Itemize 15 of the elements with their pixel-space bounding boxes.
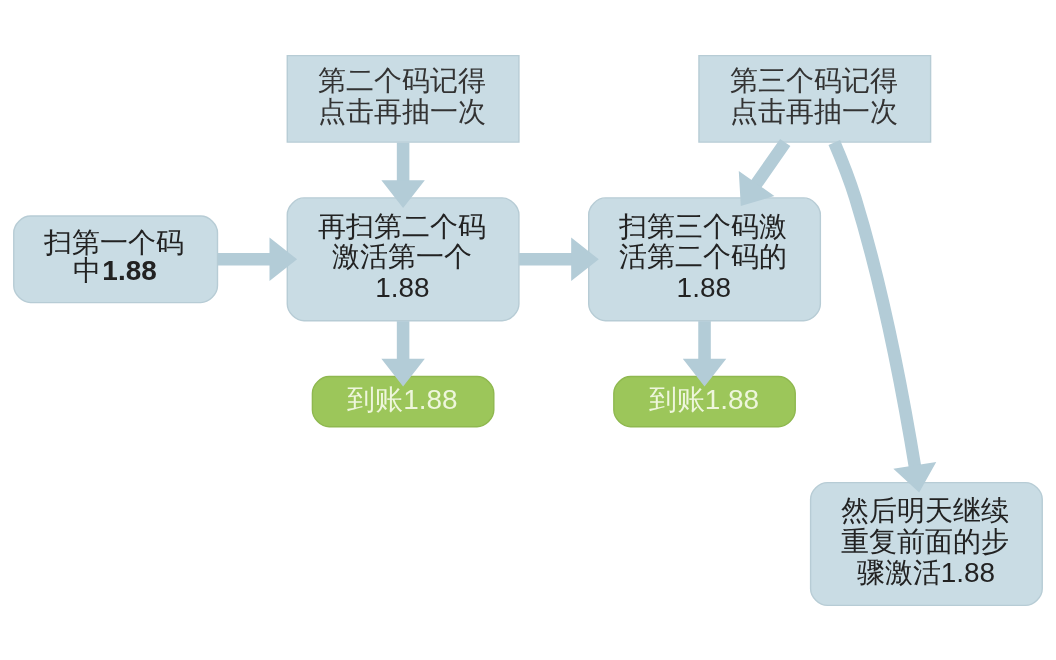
arrow [682,320,727,386]
node-box: 到账1.88 [613,375,796,427]
arrow [519,237,599,281]
arrow [381,320,425,386]
node-box: 再扫第二个码激活第一个1.88 [286,196,520,321]
node-box: 然后明天继续重复前面的步骤激活1.88 [809,481,1043,606]
node-box: 第三个码记得点击再抽一次 [698,54,932,143]
node-box: 扫第一个码中1.88 [13,214,219,303]
node-box: 扫第三个码激活第二个码的1.88 [588,196,822,321]
node-box: 第二个码记得点击再抽一次 [286,54,520,143]
node-box: 到账1.88 [311,375,495,427]
arrow [738,138,791,206]
arrow [381,142,425,208]
arrow [217,237,298,281]
arrow [828,139,937,493]
